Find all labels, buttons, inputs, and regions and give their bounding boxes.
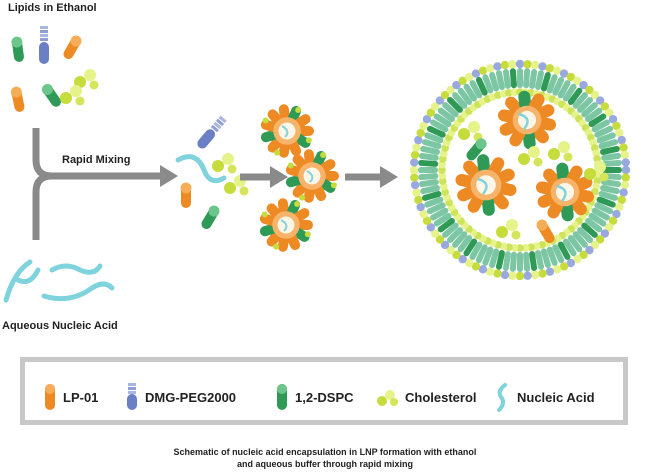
nucleic-acid-strand <box>175 154 227 184</box>
legend-item-dspc: 1,2-DSPC <box>275 382 354 412</box>
aqueous-nucleic-acid-group <box>3 259 115 303</box>
peg-lipid-molecule <box>197 115 227 149</box>
lipids-in-ethanol-label: Lipids in Ethanol <box>8 2 97 14</box>
dspc-molecule <box>41 83 62 107</box>
legend-label-nucleic-acid: Nucleic Acid <box>517 389 595 405</box>
intermediate-particles <box>259 104 339 252</box>
mixing-arrow <box>32 128 178 240</box>
nucleic-acid-strand <box>49 263 103 275</box>
cholesterol-molecule <box>584 161 609 182</box>
cholesterol-molecule <box>60 85 85 106</box>
legend-label-lp01: LP-01 <box>63 389 99 405</box>
cholesterol-molecule <box>496 219 521 240</box>
rapid-mixing-label: Rapid Mixing <box>62 154 130 166</box>
dspc-icon <box>277 384 287 410</box>
legend-label-cholesterol: Cholesterol <box>405 389 477 405</box>
cholesterol-molecule <box>518 146 543 167</box>
legend-box: LP-01 DMG-PEG2000 1,2-DSPC Cholesterol N… <box>20 357 628 425</box>
lipid-micelle <box>259 198 313 252</box>
nucleic-acid-strand <box>15 267 41 285</box>
nucleic-acid-core <box>455 154 517 216</box>
cholesterol-molecule <box>74 69 99 90</box>
arrow-to-particles <box>240 166 288 188</box>
ionizable-lipid-molecule <box>63 35 82 60</box>
dspc-molecule <box>11 36 24 62</box>
ionizable-lipid-molecule <box>10 86 25 112</box>
ionizable-lipid-icon <box>45 384 55 410</box>
cholesterol-molecule <box>548 141 573 162</box>
dspc-molecule <box>466 138 487 161</box>
dspc-molecule <box>201 205 220 230</box>
caption-line-1: Schematic of nucleic acid encapsulation … <box>173 447 477 457</box>
legend-item-cholesterol: Cholesterol <box>375 382 477 412</box>
lipid-micelle <box>285 149 339 203</box>
lipids-in-ethanol-group <box>10 26 99 112</box>
cholesterol-molecule <box>458 121 483 142</box>
nucleic-acid-strand <box>41 281 115 302</box>
legend-item-nucleic-acid: Nucleic Acid <box>495 382 595 412</box>
aqueous-nucleic-acid-label: Aqueous Nucleic Acid <box>2 320 118 332</box>
cholesterol-icon <box>377 390 398 406</box>
lipid-micelle <box>260 104 314 158</box>
ionizable-lipid-molecule <box>180 182 192 208</box>
nucleic-acid-strand <box>3 259 33 303</box>
peg-lipid-icon <box>127 383 137 410</box>
cholesterol-molecule <box>212 153 237 174</box>
nucleic-acid-core <box>535 162 595 222</box>
mixed-components-cluster <box>175 115 249 230</box>
legend-label-dmg-peg2000: DMG-PEG2000 <box>145 389 237 405</box>
caption-line-2: and aqueous buffer through rapid mixing <box>236 459 413 469</box>
peg-lipid-molecule <box>39 26 49 64</box>
legend-item-lp01: LP-01 <box>43 382 98 412</box>
legend-label-dspc: 1,2-DSPC <box>295 389 354 405</box>
arrow-to-lnp <box>345 166 398 188</box>
legend-item-dmg-peg2000: DMG-PEG2000 <box>125 382 236 412</box>
lipid-nanoparticle <box>409 59 631 281</box>
nucleic-acid-core <box>497 90 557 150</box>
nucleic-acid-icon <box>497 383 507 412</box>
ionizable-lipid-molecule <box>536 219 555 244</box>
